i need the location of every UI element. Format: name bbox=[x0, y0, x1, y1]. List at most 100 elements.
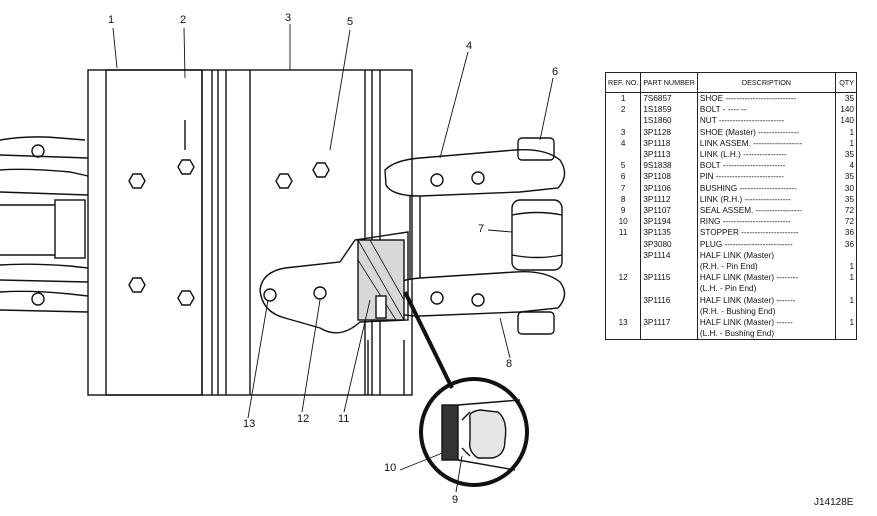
cell-part-number: 3P1118 bbox=[640, 137, 698, 150]
cell-qty: 35 bbox=[835, 149, 857, 161]
callout-13: 13 bbox=[243, 418, 256, 430]
cell-ref-no: 4 bbox=[604, 137, 642, 150]
cell-ref-no: 12 bbox=[604, 272, 642, 284]
cell-ref-no: 13 bbox=[604, 317, 642, 329]
cell-qty bbox=[835, 283, 857, 295]
callout-9: 9 bbox=[452, 494, 459, 506]
cell-ref-no bbox=[604, 283, 642, 295]
drawing-number: J14128E bbox=[814, 497, 854, 508]
callout-1: 1 bbox=[108, 14, 115, 26]
cell-part-number: 3P1128 bbox=[640, 126, 698, 138]
cell-description: (L.H. - Bushing End) bbox=[696, 328, 837, 341]
cell-part-number: 9S1838 bbox=[640, 160, 698, 172]
cell-qty: 4 bbox=[835, 160, 857, 172]
callout-10: 10 bbox=[384, 462, 397, 474]
header-part-number: PART NUMBER bbox=[640, 72, 698, 93]
callout-11: 11 bbox=[338, 413, 350, 425]
cell-ref-no bbox=[604, 249, 642, 262]
cell-part-number bbox=[640, 328, 698, 341]
cell-part-number: 3P1106 bbox=[640, 182, 698, 194]
cell-qty: 1 bbox=[835, 261, 857, 273]
cell-qty: 72 bbox=[835, 205, 857, 217]
cell-qty: 35 bbox=[835, 193, 857, 206]
callout-2: 2 bbox=[180, 14, 187, 26]
detail-pointer-line bbox=[403, 291, 454, 389]
cell-ref-no: 8 bbox=[604, 193, 642, 206]
cell-description: PLUG ------------------------- bbox=[696, 238, 837, 250]
cell-qty: 140 bbox=[835, 115, 857, 127]
callout-8: 8 bbox=[506, 358, 513, 370]
cell-qty bbox=[835, 249, 857, 262]
cell-part-number: 3P1135 bbox=[640, 227, 698, 239]
cell-description: HALF LINK (Master) ------- bbox=[696, 294, 837, 306]
leader-lines bbox=[112, 24, 554, 493]
cell-part-number: 3P1107 bbox=[640, 205, 698, 217]
cell-description: SEAL ASSEM. ----------------- bbox=[696, 205, 837, 217]
cell-qty: 35 bbox=[835, 92, 857, 105]
cell-description: (L.H. - Pin End) bbox=[696, 283, 837, 295]
table-row: (L.H. - Bushing End) bbox=[604, 328, 857, 341]
cell-part-number bbox=[640, 283, 698, 295]
cell-part-number: 3P1113 bbox=[640, 149, 698, 161]
cell-qty bbox=[835, 328, 857, 341]
cell-ref-no bbox=[604, 149, 642, 161]
header-description: DESCRIPTION bbox=[696, 72, 837, 93]
cell-qty: 1 bbox=[835, 272, 857, 284]
cell-qty: 1 bbox=[835, 126, 857, 138]
cell-part-number bbox=[640, 261, 698, 273]
cell-description: LINK (L.H.) ---------------- bbox=[696, 149, 837, 161]
cell-part-number: 3P1114 bbox=[640, 249, 698, 262]
cell-description: PIN ------------------------- bbox=[696, 171, 837, 183]
cell-part-number: 3P1108 bbox=[640, 171, 698, 183]
hex-bolt-heads bbox=[128, 120, 330, 306]
cell-part-number bbox=[640, 305, 698, 318]
cell-description: (R.H. - Pin End) bbox=[696, 261, 837, 273]
cell-ref-no: 5 bbox=[604, 160, 642, 172]
cell-ref-no: 7 bbox=[604, 182, 642, 194]
cell-part-number: 3P1112 bbox=[640, 193, 698, 206]
seal-detail-view bbox=[419, 377, 529, 487]
cell-description: HALF LINK (Master) bbox=[696, 249, 837, 262]
cell-ref-no: 10 bbox=[604, 216, 642, 228]
cell-part-number: 1S1860 bbox=[640, 115, 698, 127]
cell-ref-no: 2 bbox=[604, 104, 642, 116]
cell-ref-no: 11 bbox=[604, 227, 642, 239]
table-row: (R.H. - Pin End)1 bbox=[604, 261, 857, 273]
cell-ref-no bbox=[604, 261, 642, 273]
cell-description: STOPPER --------------------- bbox=[696, 227, 837, 239]
callout-5: 5 bbox=[347, 16, 354, 28]
track-shoe-plate bbox=[87, 69, 413, 396]
cell-qty: 72 bbox=[835, 216, 857, 228]
cell-ref-no: 3 bbox=[604, 126, 642, 138]
cell-ref-no bbox=[604, 305, 642, 318]
cell-description: RING ------------------------- bbox=[696, 216, 837, 228]
cell-ref-no bbox=[604, 238, 642, 250]
header-qty: QTY bbox=[835, 72, 857, 93]
callout-7: 7 bbox=[478, 223, 485, 235]
cell-part-number: 3P1116 bbox=[640, 294, 698, 306]
callout-12: 12 bbox=[297, 413, 310, 425]
cell-qty: 1 bbox=[835, 294, 857, 306]
cell-ref-no bbox=[604, 294, 642, 306]
callout-6: 6 bbox=[552, 66, 559, 78]
cell-ref-no bbox=[604, 328, 642, 341]
cell-qty: 1 bbox=[835, 317, 857, 329]
table-row: (L.H. - Pin End) bbox=[604, 283, 857, 295]
callout-4: 4 bbox=[466, 40, 473, 52]
cell-description: SHOE (Master) --------------- bbox=[696, 126, 837, 138]
cell-description: LINK ASSEM. ------------------ bbox=[696, 137, 837, 150]
